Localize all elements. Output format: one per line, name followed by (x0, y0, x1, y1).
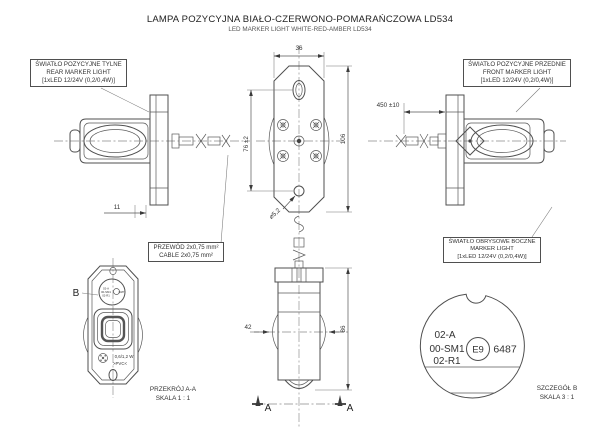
dim-top-width: 36 (273, 45, 325, 78)
dim-body-height: 86 (315, 267, 352, 391)
dim-top-width-value: 36 (295, 45, 303, 52)
cable-callout-line1: PRZEWÓD 2x0,75 mm² (153, 244, 219, 251)
rear-lens (83, 124, 147, 158)
plate-right-bulge (323, 116, 330, 166)
rear-callout-line2: REAR MARKER LIGHT (46, 69, 111, 77)
rear-callout-leader-line (100, 87, 150, 113)
dim-cable-length-value: 450 ±10 (377, 102, 400, 109)
rear-callout-line1: ŚWIATŁO POZYCYJNE TYLNE (35, 61, 122, 68)
rear-callout-line3: [1xLED 12/24V (0,2/0,4W)] (42, 77, 115, 85)
title-block: LAMPA POZYCYJNA BIAŁO-CZERWONO-POMARAŃCZ… (0, 14, 600, 33)
detail-caption-scale: SKALA 3 : 1 (539, 393, 575, 401)
detail-caption-title: SZCZEGÓŁ B (536, 385, 578, 392)
cable-callout: PRZEWÓD 2x0,75 mm² CABLE 2x0,75 mm² (148, 242, 224, 263)
marking-row-3: 02-R1 (102, 294, 110, 298)
dim-lens-width: 42 (244, 324, 344, 334)
power-marking: 0,6/1,2 W (115, 354, 135, 359)
section-cut-line: A A (252, 395, 354, 414)
cable-callout-line2: CABLE 2x0,75 mm² (159, 252, 213, 260)
approval-number: 6487 (493, 344, 517, 356)
front-light-callout: ŚWIATŁO POZYCYJNE PRZEDNIE FRONT MARKER … (463, 59, 571, 88)
dim-hole-dia-value: ⌀5,2 (268, 207, 282, 221)
rear-lamp-body (79, 118, 151, 164)
section-dome (284, 379, 314, 389)
side-callout-line2: MARKER LIGHT (470, 246, 514, 253)
side-callout-line1: ŚWIATŁO OBRYSOWE BOCZNE (448, 239, 536, 245)
bottom-mounting-hole (108, 369, 118, 381)
dim-flange-value: 11 (114, 204, 121, 211)
dim-overall-height-value: 106 (340, 133, 347, 144)
bottom-markings: 0,6/1,2 W >PVC< (98, 353, 135, 366)
plate-outline (273, 65, 325, 213)
detail-b-row-2: 00-SM1 (429, 344, 464, 355)
rear-plate (149, 94, 169, 206)
front-plate (445, 94, 465, 206)
dim-body-height-value: 86 (340, 325, 347, 333)
rear-light-callout: ŚWIATŁO POZYCYJNE TYLNE REAR MARKER LIGH… (30, 59, 127, 88)
marking-row-1: 02-A (103, 287, 109, 291)
lamp-front-view: 02-A 00-SM1 02-R1 6487 0,6/1,2 W >PVC (73, 258, 143, 398)
front-callout-line2: FRONT MARKER LIGHT (482, 69, 552, 77)
section-caption-title: PRZEKRÓJ A-A (149, 386, 197, 393)
section-body (277, 281, 321, 381)
side-callout-leader-line (531, 206, 553, 238)
section-caption: PRZEKRÓJ A-A SKALA 1 : 1 (140, 386, 206, 403)
dim-flange: 11 (104, 204, 147, 218)
dim-overall-height: 106 (326, 65, 352, 213)
section-arrow-right (337, 395, 343, 406)
drawing-title: LAMPA POZYCYJNA BIAŁO-CZERWONO-POMARAŃCZ… (146, 14, 454, 25)
section-arrow-left (255, 395, 261, 406)
detail-b-view: 02-A 00-SM1 02-R1 E9 6487 (419, 293, 525, 399)
section-label-right: A (347, 403, 354, 414)
cable-callout-leader-line (220, 154, 229, 244)
bottom-hole (293, 185, 305, 197)
front-callout-line1: ŚWIATŁO POZYCYJNE PRZEDNIE (468, 61, 566, 68)
front-lamp-cap (543, 129, 555, 153)
front-lamp-side-view: 450 ±10 (368, 87, 566, 238)
side-callout-line3: [1xLED 12/24V (0,2/0,4W)] (457, 253, 527, 260)
dim-lens-width-value: 42 (244, 324, 252, 331)
detail-b-leader (81, 292, 99, 296)
material-marking: >PVC< (113, 361, 128, 366)
section-label-left: A (265, 403, 272, 414)
front-callout-line3: [1xLED 12/24V (0,2/0,4W)] (480, 77, 554, 85)
lamp-front-outline (87, 265, 139, 385)
drawing-subtitle: LED MARKER LIGHT WHITE-RED-AMBER LD534 (228, 26, 372, 33)
front-view-lens (93, 308, 133, 350)
logo-icon (98, 353, 108, 363)
dim-hole-spacing-value: 76 ±2 (243, 136, 250, 152)
plate-top-view: ⌀5,2 36 76 ±2 106 (243, 45, 352, 428)
rear-lamp-cap (69, 129, 81, 153)
detail-b-row-3: 02-R1 (433, 356, 461, 367)
side-marker-lens (455, 126, 485, 156)
marking-area: 02-A 00-SM1 02-R1 6487 (98, 278, 126, 306)
side-light-callout: ŚWIATŁO OBRYSOWE BOCZNE MARKER LIGHT [1x… (443, 237, 541, 263)
center-hole (293, 135, 305, 147)
detail-caption: SZCZEGÓŁ B SKALA 3 : 1 (521, 385, 593, 402)
e-mark-label: E9 (472, 345, 484, 356)
rear-cable-connector (171, 133, 231, 149)
dim-hole-spacing: 76 ±2 (243, 89, 293, 192)
top-mounting-hole (109, 267, 117, 275)
dim-cable-length: 450 ±10 (377, 102, 446, 134)
front-lamp-body (463, 118, 545, 164)
detail-b-row-1: 02-A (434, 330, 455, 341)
detail-b-circle (419, 293, 525, 399)
plate-left-bulge (268, 116, 275, 166)
dim-hole-dia: ⌀5,2 (268, 195, 296, 221)
e-mark-circle (466, 337, 490, 361)
section-caption-scale: SKALA 1 : 1 (155, 394, 191, 402)
marking-row-2: 00-SM1 (101, 290, 111, 294)
lamp-section-view: 42 86 A A (220, 154, 354, 414)
front-callout-leader-line (515, 87, 541, 113)
detail-b-reference-label: B (73, 288, 80, 299)
marking-approval: 6487 (119, 290, 125, 294)
screw-holes (277, 119, 322, 162)
rear-lamp-side-view: 11 (54, 87, 250, 218)
